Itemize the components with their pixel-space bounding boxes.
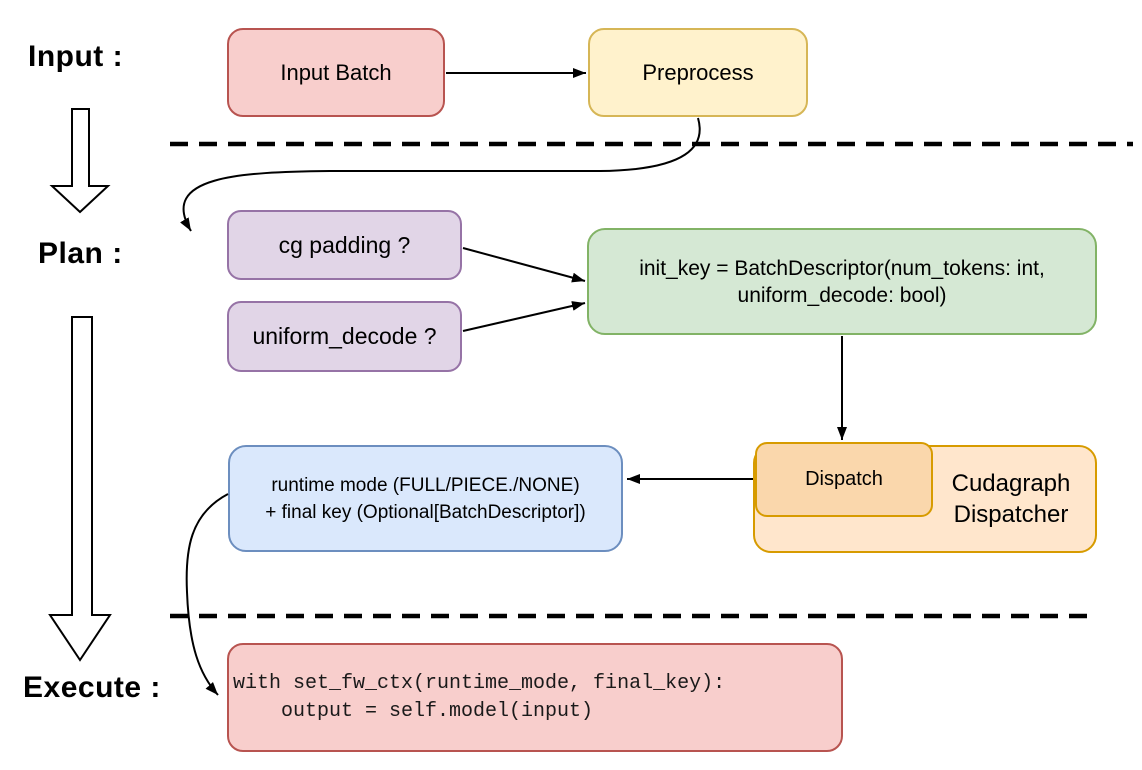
arrow-uniform-decode-to-init-key (462, 301, 586, 332)
execute-code-block: with set_fw_ctx(runtime_mode, final_key)… (229, 670, 725, 726)
node-init-key-line1: init_key = BatchDescriptor(num_tokens: i… (639, 256, 1045, 280)
node-preprocess: Preprocess (588, 28, 808, 117)
node-dispatch-label: Dispatch (805, 468, 883, 490)
node-runtime-mode-line1: runtime mode (FULL/PIECE./NONE) (271, 474, 580, 496)
stage-label-plan: Plan : (38, 237, 123, 270)
node-uniform-decode: uniform_decode ? (227, 301, 462, 372)
execute-code-line2: output = self.model(input) (233, 699, 594, 723)
node-preprocess-label: Preprocess (642, 60, 754, 85)
node-init-key: init_key = BatchDescriptor(num_tokens: i… (587, 228, 1097, 335)
stage-label-input: Input : (28, 40, 124, 73)
node-input-batch: Input Batch (227, 28, 445, 117)
node-cudagraph-dispatcher-label: Cudagraph Dispatcher (927, 468, 1095, 530)
node-cudagraph-line2: Dispatcher (953, 501, 1069, 528)
arrow-runtime-mode-to-execute-code (185, 493, 229, 696)
stage-label-execute: Execute : (23, 671, 161, 704)
node-cg-padding: cg padding ? (227, 210, 462, 280)
node-init-key-line2: uniform_decode: bool) (737, 283, 947, 307)
stage-arrow-plan-to-execute-icon (48, 316, 112, 662)
arrow-cg-padding-to-init-key (462, 247, 586, 283)
node-runtime-mode: runtime mode (FULL/PIECE./NONE) + final … (228, 445, 623, 552)
execute-code-line1: with set_fw_ctx(runtime_mode, final_key)… (233, 671, 726, 695)
node-cudagraph-line1: Cudagraph (951, 470, 1071, 497)
node-dispatch: Dispatch (755, 442, 933, 517)
node-input-batch-label: Input Batch (280, 60, 392, 85)
stage-arrow-input-to-plan-icon (49, 108, 111, 214)
node-uniform-decode-label: uniform_decode ? (252, 323, 437, 349)
node-execute-code: with set_fw_ctx(runtime_mode, final_key)… (227, 643, 843, 752)
node-cg-padding-label: cg padding ? (278, 231, 411, 258)
node-runtime-mode-line2: + final key (Optional[BatchDescriptor]) (265, 501, 586, 523)
